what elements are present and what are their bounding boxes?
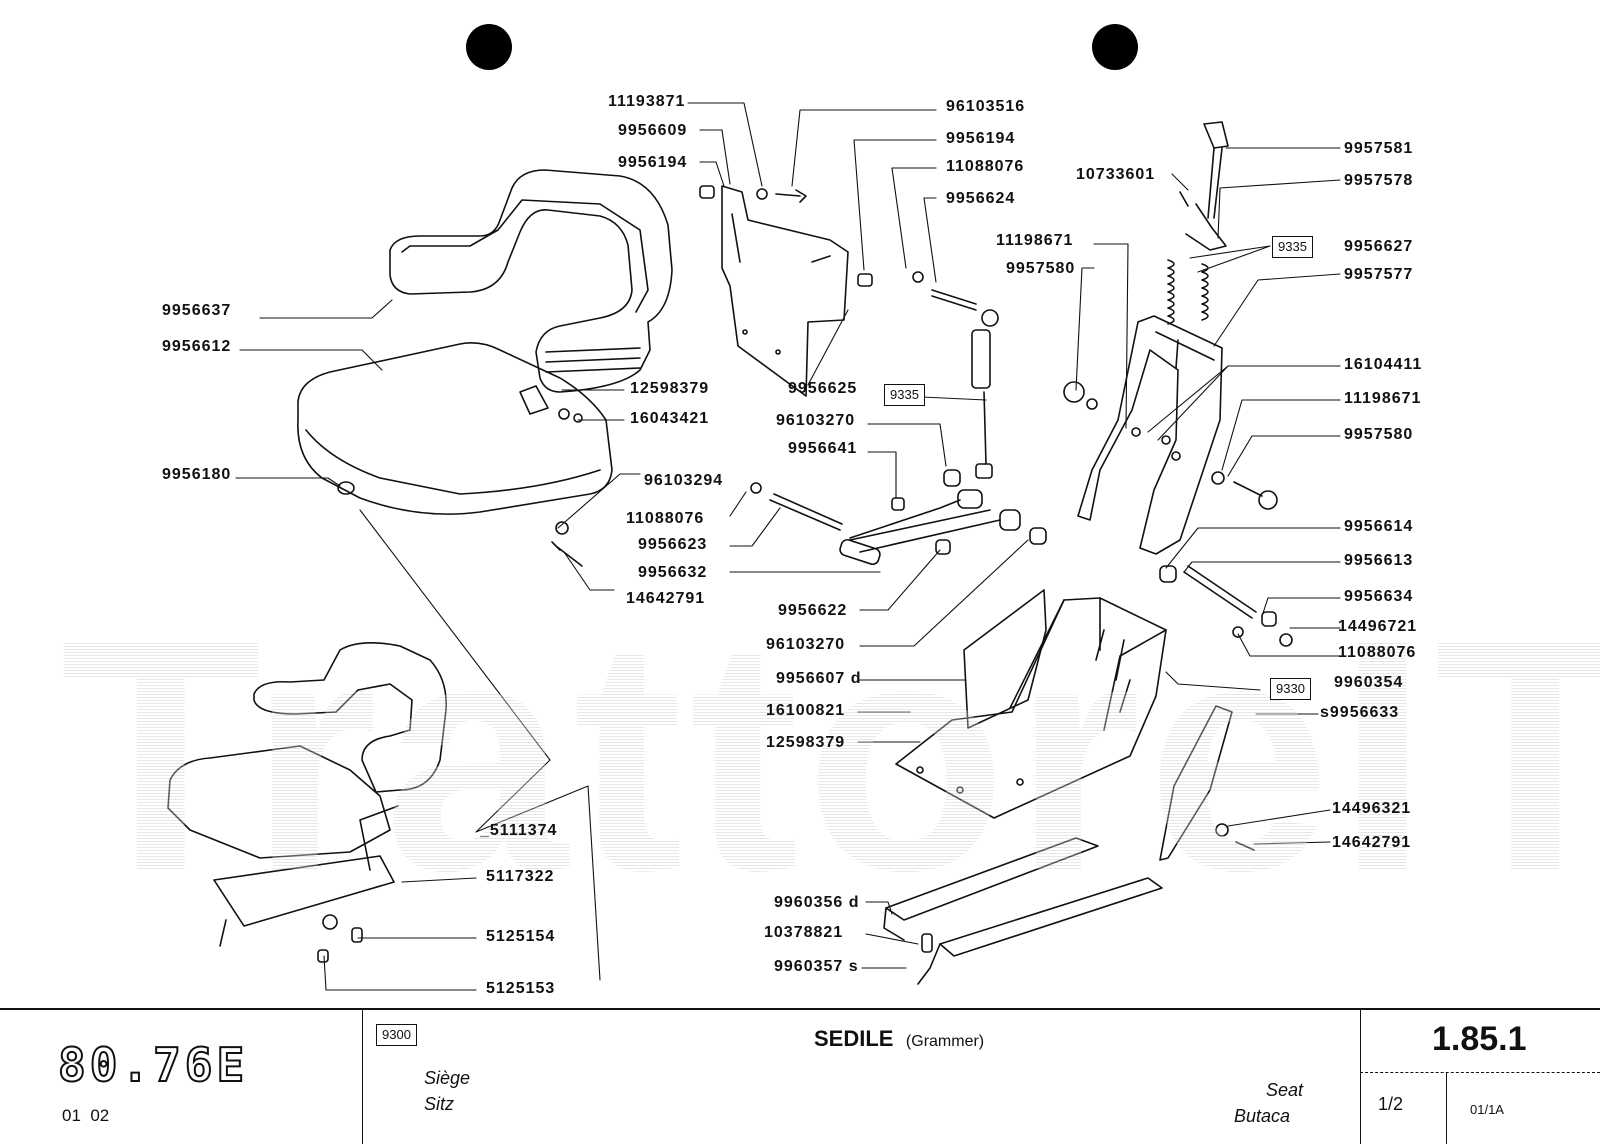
lang-de: Sitz [424,1094,455,1114]
callout-label: 9957578 [1344,172,1414,189]
callout-label: 96103270 [776,412,856,429]
callout-label: 9956194 [946,130,1016,147]
description-cell: 9300 SEDILE (Grammer) Siège Sitz Seat Bu… [362,1010,1361,1144]
callout-label: 9956194 [618,154,688,171]
callout-label: 9956612 [162,338,232,355]
callout-label: 14642791 [1332,834,1412,851]
backrest-bracket-part [699,185,873,397]
seat-base-box-part [895,597,1167,819]
ref-box-9330: 9330 [1270,678,1311,700]
slide-rail-lower-part [917,877,1163,985]
punch-hole-right [1092,24,1138,70]
callout-label: 96103516 [946,98,1026,115]
adjust-handle-part [1179,121,1229,251]
callout-label: 14496721 [1338,618,1418,635]
callout-label: 96103294 [644,472,724,489]
callout-label: 9956613 [1344,552,1414,569]
callout-label: 9956641 [788,440,858,457]
callout-label: 5125154 [486,928,556,945]
part-subtitle: (Grammer) [905,1033,985,1050]
callout-label: 14642791 [626,590,706,607]
model-codes: 01 02 [62,1106,110,1125]
callout-label: 10378821 [764,924,844,941]
callout-label: 9956625 [788,380,858,397]
callout-label: 12598379 [630,380,710,397]
springs-part [1167,259,1209,325]
assembled-seat-view [167,642,447,963]
watermark: TrattoreIT [60,590,1600,920]
callout-label: 5125153 [486,980,556,997]
callout-label: s9956633 [1320,704,1400,721]
callout-label: 11198671 [996,232,1074,249]
callout-label: 11088076 [946,158,1025,175]
divider-line [1360,1072,1600,1073]
model-number: 80.76E [57,1037,249,1093]
callout-label: 9956624 [946,190,1016,207]
callout-label: 9957581 [1344,140,1414,157]
callout-label: 9960354 [1334,674,1404,691]
callout-label: 96103270 [766,636,846,653]
callout-label: 9957580 [1344,426,1414,443]
slide-rail-upper-part [883,837,1099,941]
reference-cell: 1.85.1 1/2 01/1A [1360,1010,1600,1144]
lang-es: Butaca [1234,1106,1291,1126]
callout-label: 9957580 [1006,260,1076,277]
callout-label: 9956180 [162,466,232,483]
scissor-linkage-part [750,469,1047,566]
page-ref: 1.85.1 [1432,1020,1527,1058]
callout-label: 16043421 [630,410,710,427]
backrest-part [389,169,673,393]
callout-label: 12598379 [766,734,846,751]
callout-label: 9956622 [778,602,848,619]
callout-label: 11193871 [608,93,686,110]
callout-label: 14496321 [1332,800,1412,817]
callout-label: 9956609 [618,122,688,139]
side-plate-right-part [1159,705,1233,861]
callout-label: 9956632 [638,564,708,581]
callout-label: 5117322 [486,868,555,885]
callout-label: 9956607 d [776,670,862,687]
callout-label: 16104411 [1344,356,1423,373]
part-title: SEDILE [814,1026,894,1051]
lang-en: Seat [1266,1080,1304,1100]
callout-label: 9956614 [1344,518,1414,535]
sheet-divider [1446,1072,1447,1144]
callout-label: 10733601 [1076,166,1156,183]
callout-label: 9960357 s [774,958,859,975]
callout-label: 16100821 [766,702,846,719]
ref-box-9335: 9335 [1272,236,1313,258]
gas-spring-part [912,271,999,479]
sheet-number: 1/2 [1378,1094,1404,1114]
callout-label: 9956637 [162,302,232,319]
callout-label: 11088076 [1338,644,1417,661]
bump-stop-part [337,481,355,495]
group-box: 9300 [376,1024,417,1046]
seat-cushion-part [297,342,613,515]
suspension-frame-part [1063,315,1278,555]
ref-box-9335: 9335 [884,384,925,406]
callout-label: 11088076 [626,510,705,527]
title-line: SEDILE (Grammer) [814,1026,984,1052]
punch-hole-left [466,24,512,70]
leader-lines [235,102,1341,991]
callout-label: _5111374 [480,822,558,839]
callout-label: 9956623 [638,536,708,553]
callout-label: 9960356 d [774,894,860,911]
title-block: 80.76E 01 02 9300 SEDILE (Grammer) Siège… [0,1008,1600,1144]
callout-label: 9956627 [1344,238,1414,255]
callout-label: 11198671 [1344,390,1422,407]
lang-fr: Siège [424,1068,471,1088]
side-plate-left-part [963,589,1047,729]
model-cell: 80.76E 01 02 [0,1010,363,1144]
callout-label: 9957577 [1344,266,1414,283]
callout-label: 9956634 [1344,588,1414,605]
revision-code: 01/1A [1470,1102,1504,1117]
